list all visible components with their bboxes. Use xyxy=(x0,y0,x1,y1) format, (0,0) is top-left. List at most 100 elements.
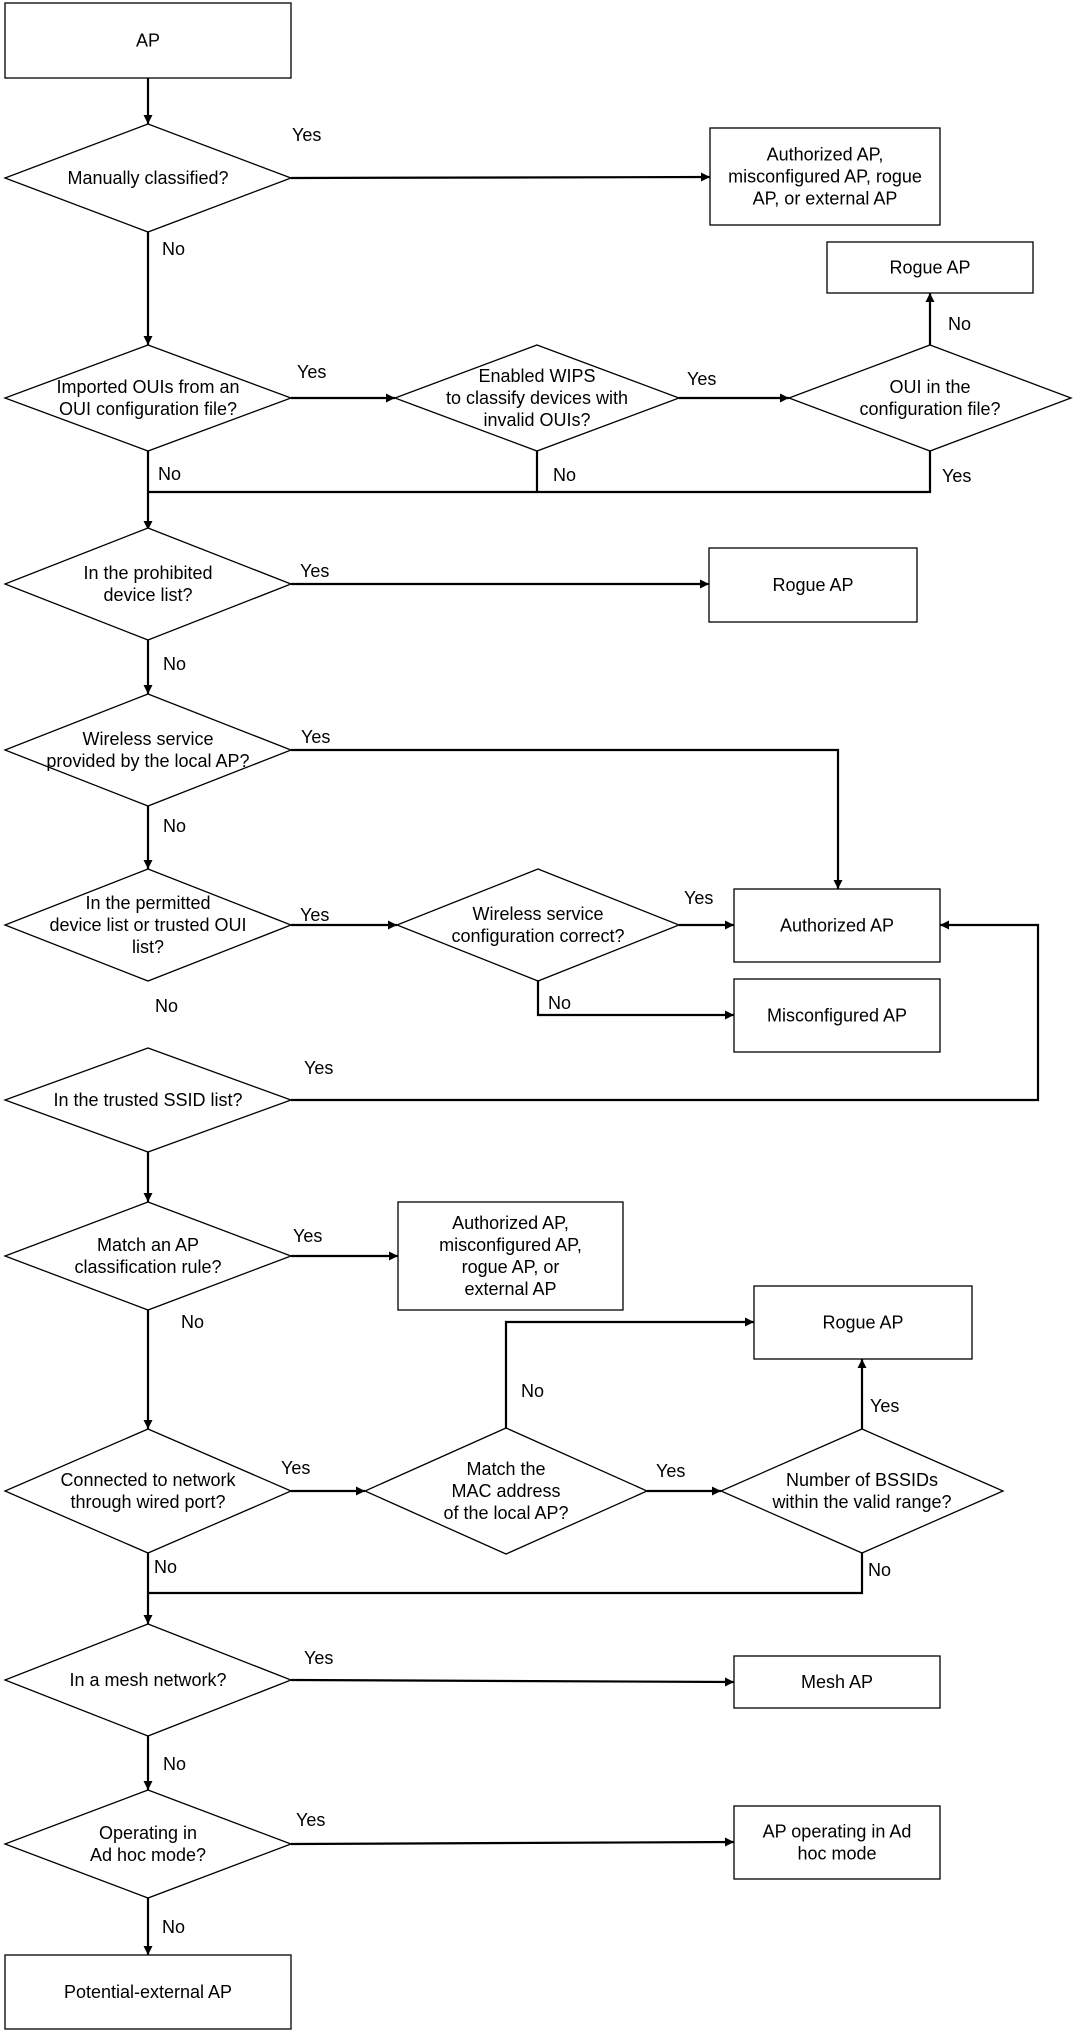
decision-diamond xyxy=(3,1623,293,1737)
node-r-authorized: Authorized AP xyxy=(733,888,941,963)
node-text: provided by the local AP? xyxy=(46,751,249,771)
decision-diamond xyxy=(3,1428,293,1554)
node-start: AP xyxy=(4,2,292,79)
connector-arrow xyxy=(148,451,539,494)
edge-label-wired-yes: Yes xyxy=(281,1458,310,1478)
node-text: In the trusted SSID list? xyxy=(53,1090,242,1110)
edge-label-mac-yes: Yes xyxy=(656,1461,685,1481)
node-text: through wired port? xyxy=(70,1492,225,1512)
edge-label-manual-no: No xyxy=(162,239,185,259)
edge-label-prohibited-no: No xyxy=(163,654,186,674)
node-text: device list or trusted OUI xyxy=(49,915,246,935)
edge-label-prohibited-yes: Yes xyxy=(300,561,329,581)
node-text: classification rule? xyxy=(74,1257,221,1277)
node-text: misconfigured AP, rogue xyxy=(728,167,922,187)
connector-arrow xyxy=(290,1677,735,1687)
edge-label-permitted-no: No xyxy=(155,996,178,1016)
decision-diamond xyxy=(3,868,293,982)
decision-diamond xyxy=(3,1201,293,1311)
node-text: Number of BSSIDs xyxy=(786,1470,938,1490)
connector-arrow xyxy=(291,920,1040,1102)
edge-label-wired-no: No xyxy=(154,1557,177,1577)
decision-diamond xyxy=(3,1789,293,1899)
node-text: Rogue AP xyxy=(772,575,853,595)
node-r-rogue-prohibited: Rogue AP xyxy=(708,547,918,623)
node-q-mesh: In a mesh network? xyxy=(3,1623,293,1737)
node-text: rogue AP, or xyxy=(462,1257,560,1277)
connector-arrow xyxy=(148,1553,864,1595)
connector-arrow xyxy=(537,451,932,494)
decision-diamond xyxy=(3,527,293,641)
node-text: of the local AP? xyxy=(443,1503,568,1523)
decision-diamond xyxy=(363,1427,649,1555)
node-text: list? xyxy=(132,937,164,957)
connector-arrow xyxy=(291,748,843,889)
process-box xyxy=(733,1805,941,1880)
decision-diamond xyxy=(3,344,293,452)
edge-label-bssid-no: No xyxy=(868,1560,891,1580)
edge-label-mesh-no: No xyxy=(163,1754,186,1774)
node-r-manual: Authorized AP,misconfigured AP, rogueAP,… xyxy=(709,127,941,226)
edge-label-oui-no: No xyxy=(158,464,181,484)
node-r-mesh: Mesh AP xyxy=(733,1655,941,1709)
node-text: hoc mode xyxy=(797,1844,876,1864)
edge-label-local-yes: Yes xyxy=(301,727,330,747)
edge-label-ssid-yes: Yes xyxy=(304,1058,333,1078)
process-box xyxy=(4,2,292,79)
node-text: Ad hoc mode? xyxy=(90,1845,206,1865)
node-text: Imported OUIs from an xyxy=(56,377,239,397)
connector-arrow xyxy=(290,1837,735,1847)
decision-diamond xyxy=(395,868,681,982)
node-q-trusted-ssid: In the trusted SSID list? xyxy=(3,1047,293,1153)
edge-label-wips-yes: Yes xyxy=(687,369,716,389)
edge-label-ouifile-no: No xyxy=(948,314,971,334)
node-text: OUI in the xyxy=(889,377,970,397)
connector-arrow xyxy=(290,172,711,182)
node-text: Wireless service xyxy=(82,729,213,749)
edge-label-mac-no: No xyxy=(521,1381,544,1401)
node-text: AP operating in Ad xyxy=(763,1822,912,1842)
edge-label-ouifile-yes: Yes xyxy=(942,466,971,486)
process-box xyxy=(709,127,941,226)
node-text: invalid OUIs? xyxy=(483,410,590,430)
edge-label-local-no: No xyxy=(163,816,186,836)
node-text: within the valid range? xyxy=(771,1492,951,1512)
edge-label-manual-yes: Yes xyxy=(292,125,321,145)
process-box xyxy=(397,1201,624,1311)
node-text: Match the xyxy=(466,1459,545,1479)
decision-diamond xyxy=(3,1047,293,1153)
decision-diamond xyxy=(3,123,293,233)
node-q-manual: Manually classified? xyxy=(3,123,293,233)
process-box xyxy=(733,978,941,1053)
edge-label-config-yes: Yes xyxy=(684,888,713,908)
node-text: Operating in xyxy=(99,1823,197,1843)
node-text: Rogue AP xyxy=(822,1313,903,1333)
process-box xyxy=(4,1954,292,2030)
edge-label-rule-yes: Yes xyxy=(293,1226,322,1246)
process-box xyxy=(733,888,941,963)
edge-label-adhoc-no: No xyxy=(162,1917,185,1937)
node-text: device list? xyxy=(103,585,192,605)
node-text: In the prohibited xyxy=(83,563,212,583)
node-text: external AP xyxy=(464,1279,556,1299)
node-text: In a mesh network? xyxy=(69,1670,226,1690)
flow-nodes: AP Manually classified? Authorized AP,misc… xyxy=(3,2,1073,2030)
connector-arrow xyxy=(504,1317,754,1428)
edge-label-rule-no: No xyxy=(181,1312,204,1332)
node-text: Potential-external AP xyxy=(64,1982,232,2002)
node-r-potential: Potential-external AP xyxy=(4,1954,292,2030)
decision-diamond xyxy=(3,693,293,807)
node-text: Misconfigured AP xyxy=(767,1006,907,1026)
node-text: Enabled WIPS xyxy=(478,366,595,386)
connector-arrow xyxy=(536,981,734,1020)
